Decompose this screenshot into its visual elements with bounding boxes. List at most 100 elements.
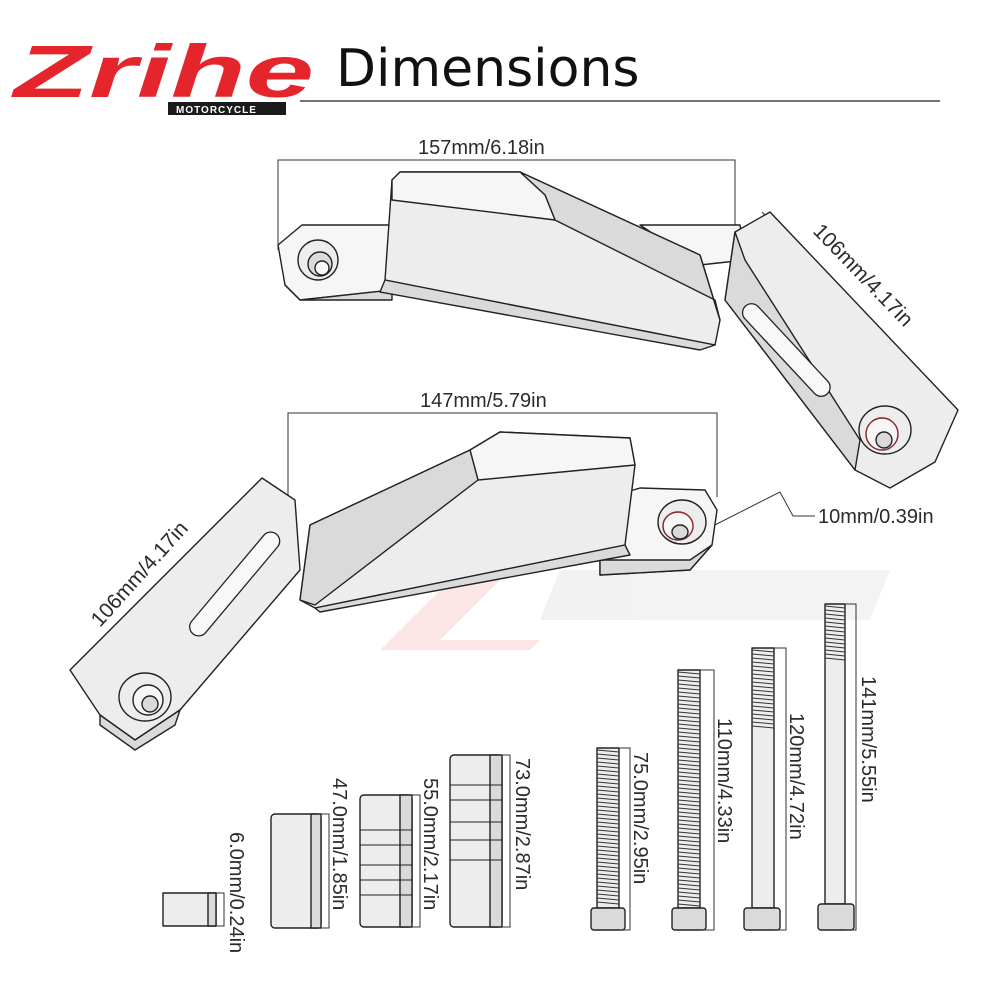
bolt-thread-line: [824, 645, 846, 649]
bolt-thread-line: [677, 723, 701, 727]
bolt-thread-line: [751, 685, 775, 689]
bolt-thread-line: [596, 785, 620, 789]
bolt-thread-line: [677, 679, 701, 683]
bolt-thread-line: [677, 823, 701, 827]
bolt-dimension-lines: [619, 603, 857, 931]
bolt-thread-line: [677, 779, 701, 783]
watermark-logo: [380, 560, 890, 650]
bolt-thread-line: [596, 793, 620, 797]
top-frame-width-label: 157mm/6.18in: [418, 137, 545, 159]
bolt-thread-line: [751, 717, 775, 721]
bolt-thread-line: [677, 871, 701, 875]
bolt-thread-line: [596, 873, 620, 877]
bolt-thread-line: [677, 891, 701, 895]
brand-logo: Zrihe MOTORCYCLE: [11, 30, 314, 116]
bolt-thread-line: [677, 715, 701, 719]
bolt-thread-line: [677, 775, 701, 779]
bolt-thread-line: [596, 881, 620, 885]
bolt-thread-line: [677, 875, 701, 879]
bolt-thread-line: [751, 669, 775, 673]
bolt-thread-line: [596, 889, 620, 893]
page-title: Dimensions: [336, 39, 640, 99]
bolt-thread-line: [751, 665, 775, 669]
bolt-thread-line: [677, 671, 701, 675]
bottom-bracket: [69, 431, 718, 751]
bolt-thread-line: [824, 649, 846, 653]
bolt-thread-line: [677, 899, 701, 903]
bolt-thread-line: [677, 795, 701, 799]
bolt-thread-line: [596, 765, 620, 769]
bolt-120: [743, 647, 781, 931]
brand-logo-subtext: MOTORCYCLE: [176, 105, 257, 116]
bolt-thread-line: [596, 865, 620, 869]
bolt-thread-line: [596, 833, 620, 837]
bolt-thread-line: [596, 853, 620, 857]
bolt-thread-line: [751, 709, 775, 713]
bolt-thread-line: [596, 809, 620, 813]
bolt-thread-line: [824, 617, 846, 621]
bolt-thread-line: [824, 605, 846, 609]
bolt-thread-line: [677, 771, 701, 775]
bolt-thread-line: [677, 883, 701, 887]
top-bracket: [277, 171, 959, 489]
bolt-120-length-label: 120mm/4.72in: [785, 713, 807, 840]
bolt-thread-line: [677, 827, 701, 831]
bolt-thread-line: [677, 819, 701, 823]
bolt-thread-line: [824, 629, 846, 633]
bolt-thread-line: [751, 649, 775, 653]
bolt-thread-line: [596, 825, 620, 829]
bolt-thread-line: [596, 897, 620, 901]
bolt-thread-line: [677, 743, 701, 747]
bolt-thread-line: [677, 675, 701, 679]
bolt-thread-line: [751, 705, 775, 709]
bolt-thread-line: [677, 727, 701, 731]
bolt-thread-line: [677, 695, 701, 699]
bolt-thread-line: [596, 849, 620, 853]
bolt-thread-line: [596, 761, 620, 765]
bolt-thread-line: [677, 811, 701, 815]
washer-spacer: [162, 892, 217, 927]
bolt-75-length-label: 75.0mm/2.95in: [629, 752, 651, 884]
bolt-thread-line: [677, 859, 701, 863]
spacer-55-length-label: 55.0mm/2.17in: [419, 778, 441, 910]
bolt-thread-line: [677, 855, 701, 859]
bolt-thread-line: [751, 701, 775, 705]
bolt-thread-line: [751, 725, 775, 729]
brand-logo-bar: [168, 102, 286, 115]
bolt-thread-line: [596, 749, 620, 753]
bolt-thread-line: [596, 789, 620, 793]
bolt-thread-line: [824, 609, 846, 613]
bolt-thread-line: [677, 687, 701, 691]
bottom-frame-width-label: 147mm/5.79in: [420, 390, 547, 412]
spacer-73: [449, 754, 503, 928]
bolt-thread-line: [824, 653, 846, 657]
bolt-thread-line: [751, 681, 775, 685]
bolt-thread-line: [596, 885, 620, 889]
bolt-thread-line: [677, 763, 701, 767]
bolt-thread-line: [751, 697, 775, 701]
bolt-thread-line: [677, 815, 701, 819]
bolt-thread-line: [596, 813, 620, 817]
bolt-thread-line: [677, 839, 701, 843]
bolt-thread-line: [677, 879, 701, 883]
bolt-thread-line: [677, 831, 701, 835]
bolt-thread-line: [751, 673, 775, 677]
bolt-thread-line: [596, 817, 620, 821]
bolt-thread-line: [596, 893, 620, 897]
bolt-thread-line: [824, 657, 846, 661]
bolt-thread-line: [677, 739, 701, 743]
spacer-55: [359, 794, 413, 928]
bolt-thread-line: [677, 747, 701, 751]
bolt-thread-line: [677, 867, 701, 871]
bolt-thread-line: [677, 847, 701, 851]
bolt-thread-line: [596, 801, 620, 805]
bolt-thread-line: [677, 783, 701, 787]
bolt-thread-line: [677, 863, 701, 867]
bolt-thread-line: [596, 877, 620, 881]
bolt-thread-line: [596, 861, 620, 865]
bolt-thread-line: [751, 657, 775, 661]
bolt-thread-line: [596, 901, 620, 905]
bolt-thread-line: [677, 735, 701, 739]
bolt-thread-line: [824, 613, 846, 617]
bolt-thread-line: [751, 721, 775, 725]
